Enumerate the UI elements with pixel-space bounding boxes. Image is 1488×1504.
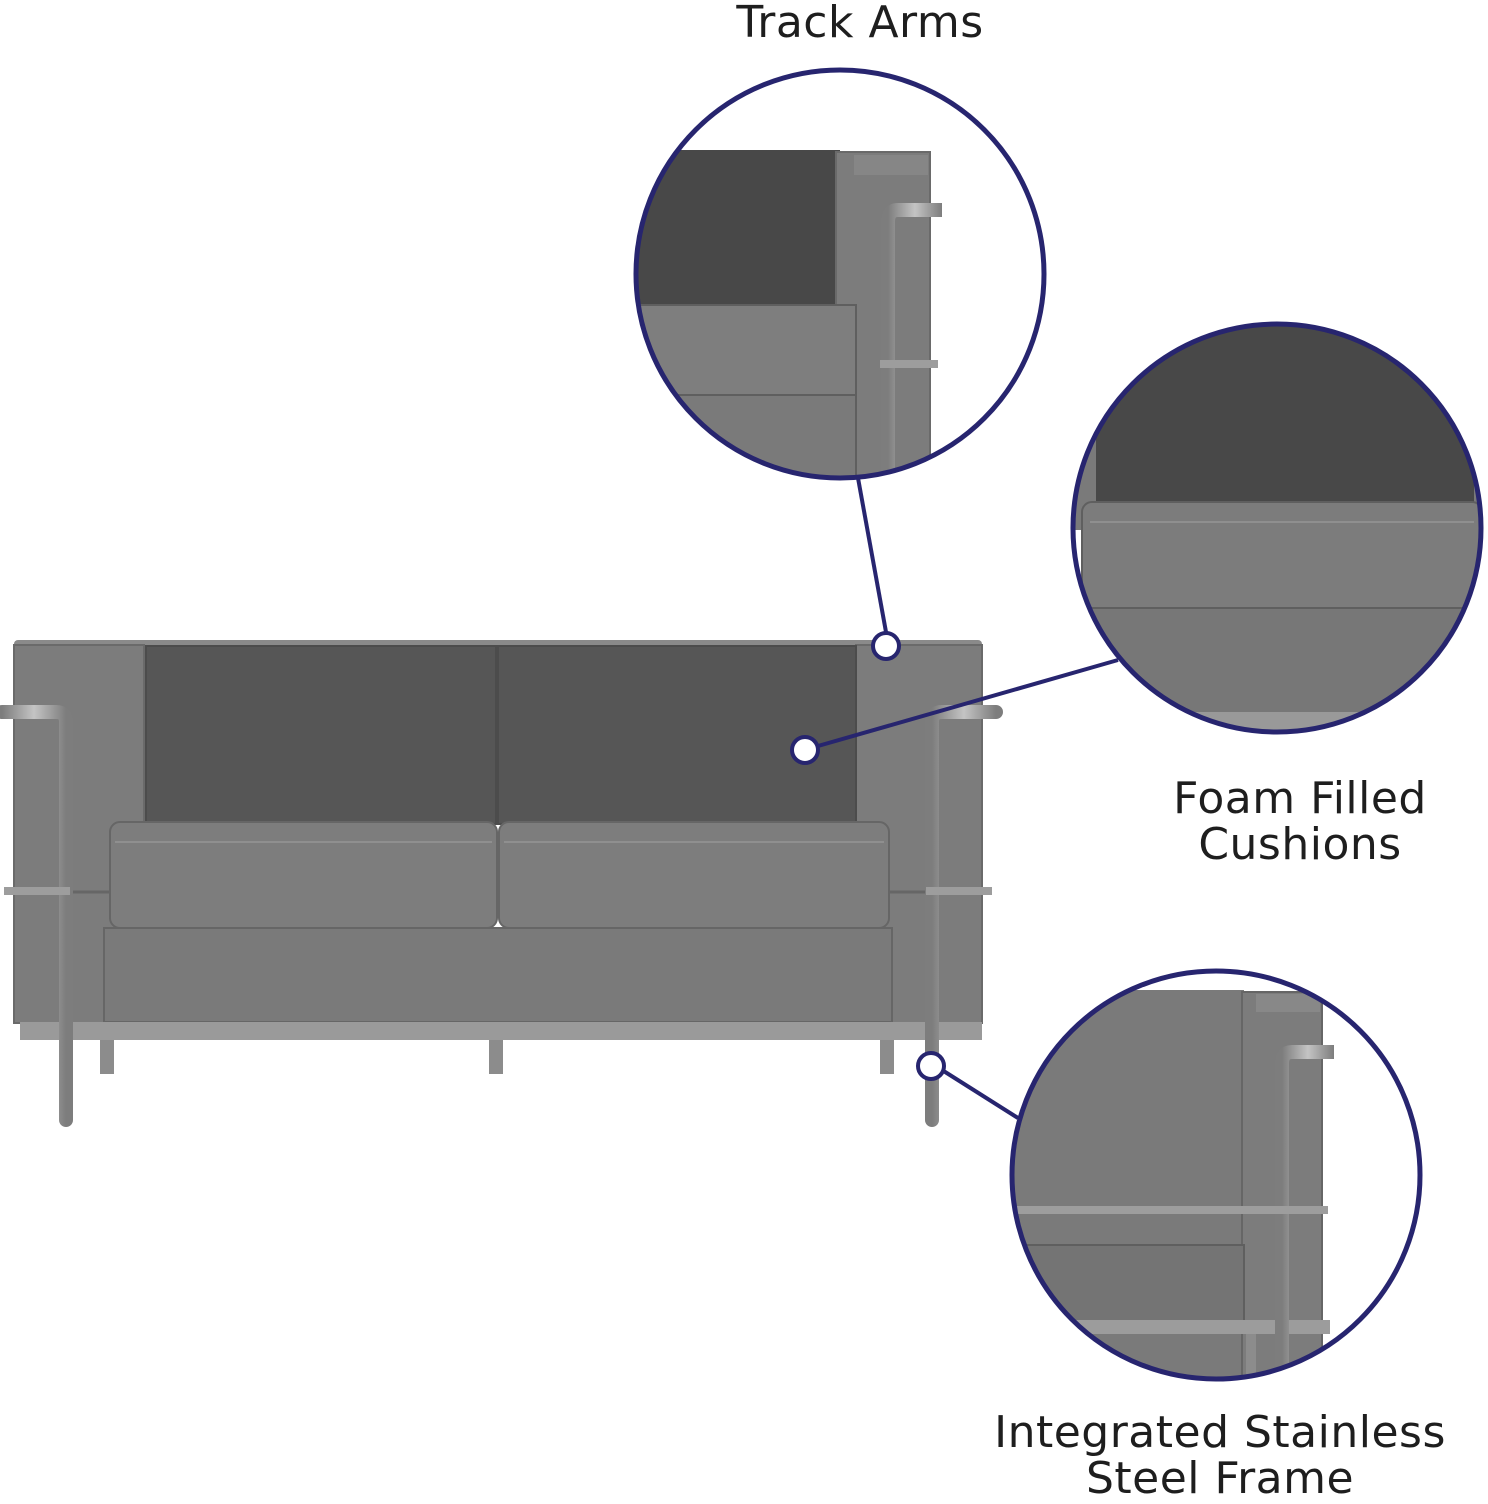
left-steel-arm-frame (0, 705, 73, 1127)
label-foam-cushions: Foam Filled Cushions (1120, 776, 1480, 868)
back-cushion-right (497, 645, 857, 825)
label-track-arms: Track Arms (660, 0, 1060, 46)
seat-cushion-right (498, 821, 890, 929)
callout-steel-frame (916, 968, 1423, 1382)
label-steel-frame-line2: Steel Frame (1085, 1453, 1355, 1504)
callout-marker-track-arms (871, 631, 901, 661)
seat-cushion-left (109, 821, 498, 929)
seat-base (103, 927, 893, 1023)
label-foam-cushions-line1: Foam Filled (1173, 773, 1427, 824)
label-track-arms-line1: Track Arms (736, 0, 984, 48)
callout-foam-cushions (790, 321, 1484, 765)
label-steel-frame: Integrated Stainless Steel Frame (950, 1410, 1488, 1502)
callout-marker-foam-cushions (790, 735, 820, 765)
loveseat (0, 640, 1003, 1127)
bottom-steel-rail (20, 1022, 982, 1040)
callout-marker-steel-frame (916, 1051, 946, 1081)
label-steel-frame-line1: Integrated Stainless (994, 1407, 1446, 1458)
back-cushion-left (145, 645, 497, 825)
callout-track-arms (633, 67, 1047, 661)
label-foam-cushions-line2: Cushions (1198, 819, 1402, 870)
